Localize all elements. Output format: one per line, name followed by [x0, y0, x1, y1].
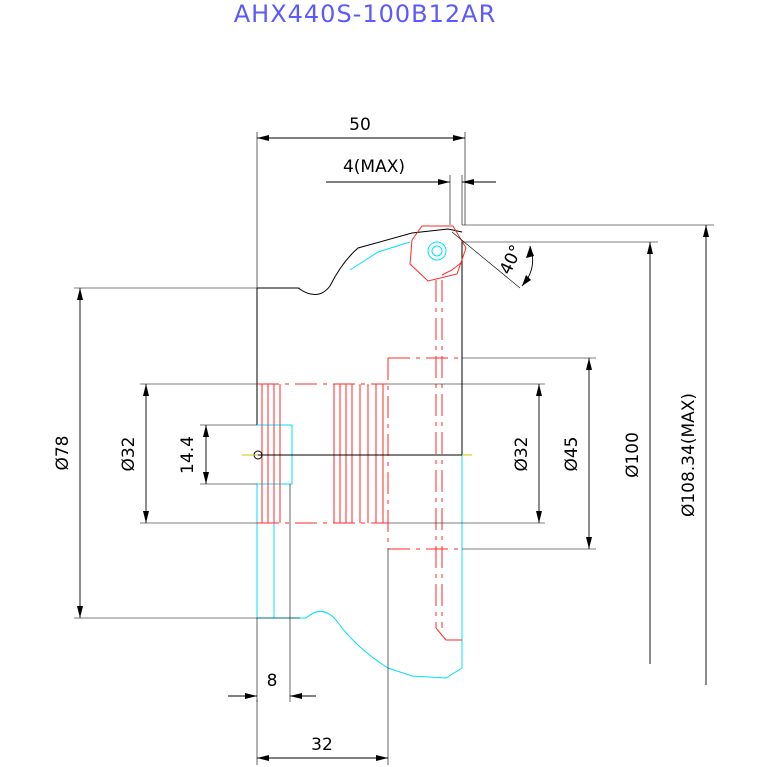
dim-32-bottom: 32: [256, 549, 389, 765]
svg-text:14.4: 14.4: [178, 436, 198, 474]
dim-dia-78: Ø78: [53, 287, 300, 619]
svg-text:50: 50: [349, 115, 371, 135]
dimensions: 50 4(MAX) 40° Ø78: [53, 115, 714, 765]
red-arm-dashed: [435, 261, 463, 641]
roller-pin-inner: [431, 245, 443, 257]
svg-text:Ø32: Ø32: [512, 436, 532, 471]
svg-text:Ø45: Ø45: [562, 436, 582, 471]
top-jaw-outline: [257, 228, 463, 295]
hub-barrel: [257, 357, 462, 550]
svg-text:40°: 40°: [496, 242, 527, 278]
svg-text:Ø108.34(MAX): Ø108.34(MAX): [679, 393, 699, 517]
hex-roller: [409, 225, 467, 282]
dim-dia-32-right: Ø32: [388, 383, 545, 524]
dim-dia-108-34: Ø108.34(MAX): [462, 224, 714, 685]
dim-dia-100: Ø100: [462, 241, 658, 664]
dim-4max: 4(MAX): [326, 157, 496, 225]
svg-text:4(MAX): 4(MAX): [343, 157, 405, 177]
dim-dia-45: Ø45: [462, 357, 596, 550]
svg-text:32: 32: [311, 735, 333, 755]
svg-text:Ø32: Ø32: [119, 436, 139, 471]
drawing-title: AHX440S-100B12AR: [234, 0, 497, 28]
svg-text:Ø100: Ø100: [623, 432, 643, 478]
dim-8: 8: [228, 484, 316, 702]
part-geometry: [242, 225, 472, 679]
svg-text:8: 8: [267, 671, 278, 691]
top-jaw-inner-line: [349, 241, 411, 271]
dim-14-4: 14.4: [178, 424, 257, 485]
dim-angle-40: 40°: [451, 231, 534, 289]
dim-50: 50: [256, 115, 466, 288]
dim-dia-32-left: Ø32: [119, 383, 257, 524]
svg-text:Ø78: Ø78: [53, 435, 73, 470]
roller-pin-outer: [427, 241, 447, 261]
